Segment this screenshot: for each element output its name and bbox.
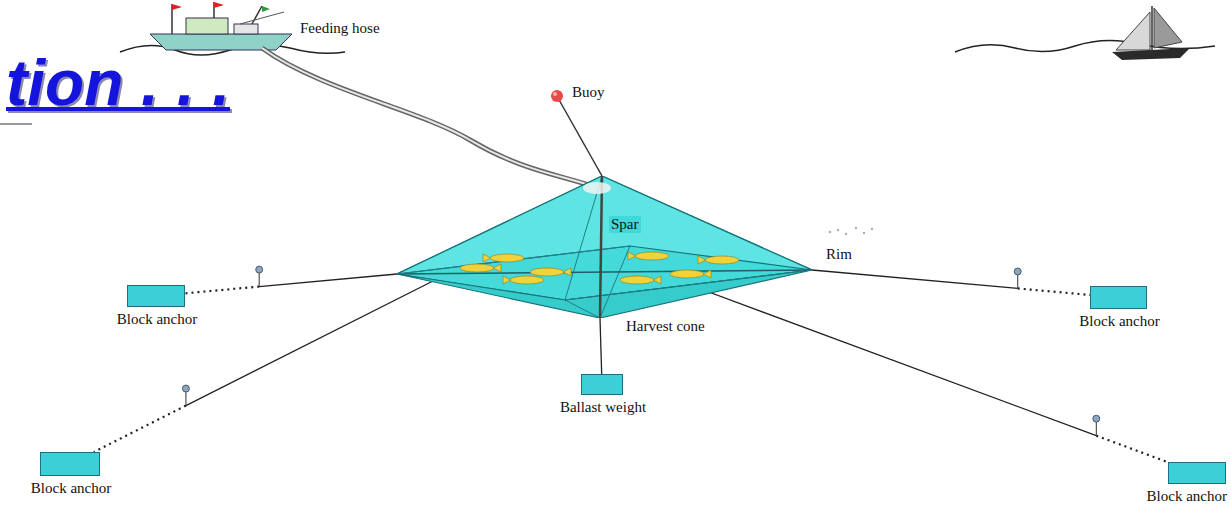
feeding-hose [262,48,592,186]
mooring-float [1014,268,1021,275]
chain-segment [1018,288,1090,294]
fish [628,252,669,260]
part-label: Rim [826,246,852,263]
block-anchor: Block anchor [40,452,100,476]
mooring-line [690,285,1168,462]
mooring-line [94,280,435,452]
line-segment [812,270,1018,288]
fish [670,270,711,278]
line-segment [259,274,397,287]
buoy [551,90,602,176]
mooring-float [1093,415,1100,422]
anchor-label: Block anchor [1147,488,1227,505]
surface-ripples [829,227,873,235]
title-rule [0,123,32,125]
part-label: Harvest cone [626,318,705,335]
mooring-float [256,266,263,273]
line-segment [600,318,602,374]
fish [698,256,739,264]
line-segment [186,280,435,406]
feeding-hose-core [262,48,592,186]
fish [530,268,571,276]
mooring-line [812,268,1090,295]
float-stem [185,391,186,406]
ballast-weight: Ballast weight [581,374,623,395]
mooring-float [182,385,189,392]
chain-segment [1096,436,1168,463]
spar-cage: Spar [397,176,812,318]
float-stem [1096,421,1097,436]
part-label: Feeding hose [300,20,380,37]
anchor-label: Block anchor [117,311,197,328]
slide-title: tion . . . [6,50,230,116]
feeding-ship [150,2,292,50]
block-anchor: Block anchor [1168,462,1226,484]
fish [460,264,501,272]
float-stem [259,272,260,287]
fish [503,276,544,284]
block-anchor: Block anchor [1090,286,1147,309]
line-segment [690,285,1096,436]
chain-segment [185,287,259,294]
block-anchor: Block anchor [127,285,185,307]
float-stem [1017,273,1018,288]
anchor-label: Block anchor [31,480,111,497]
anchor-label: Block anchor [1079,313,1159,330]
fish [483,254,524,262]
part-label: Buoy [572,84,605,101]
mooring-line [600,318,602,374]
fish [620,276,661,284]
part-label: Spar [609,216,641,233]
sailboat [1112,6,1190,60]
chain-segment [94,406,186,452]
anchor-label: Ballast weight [560,399,646,416]
mooring-line [185,266,397,293]
cage-outline [397,176,812,318]
